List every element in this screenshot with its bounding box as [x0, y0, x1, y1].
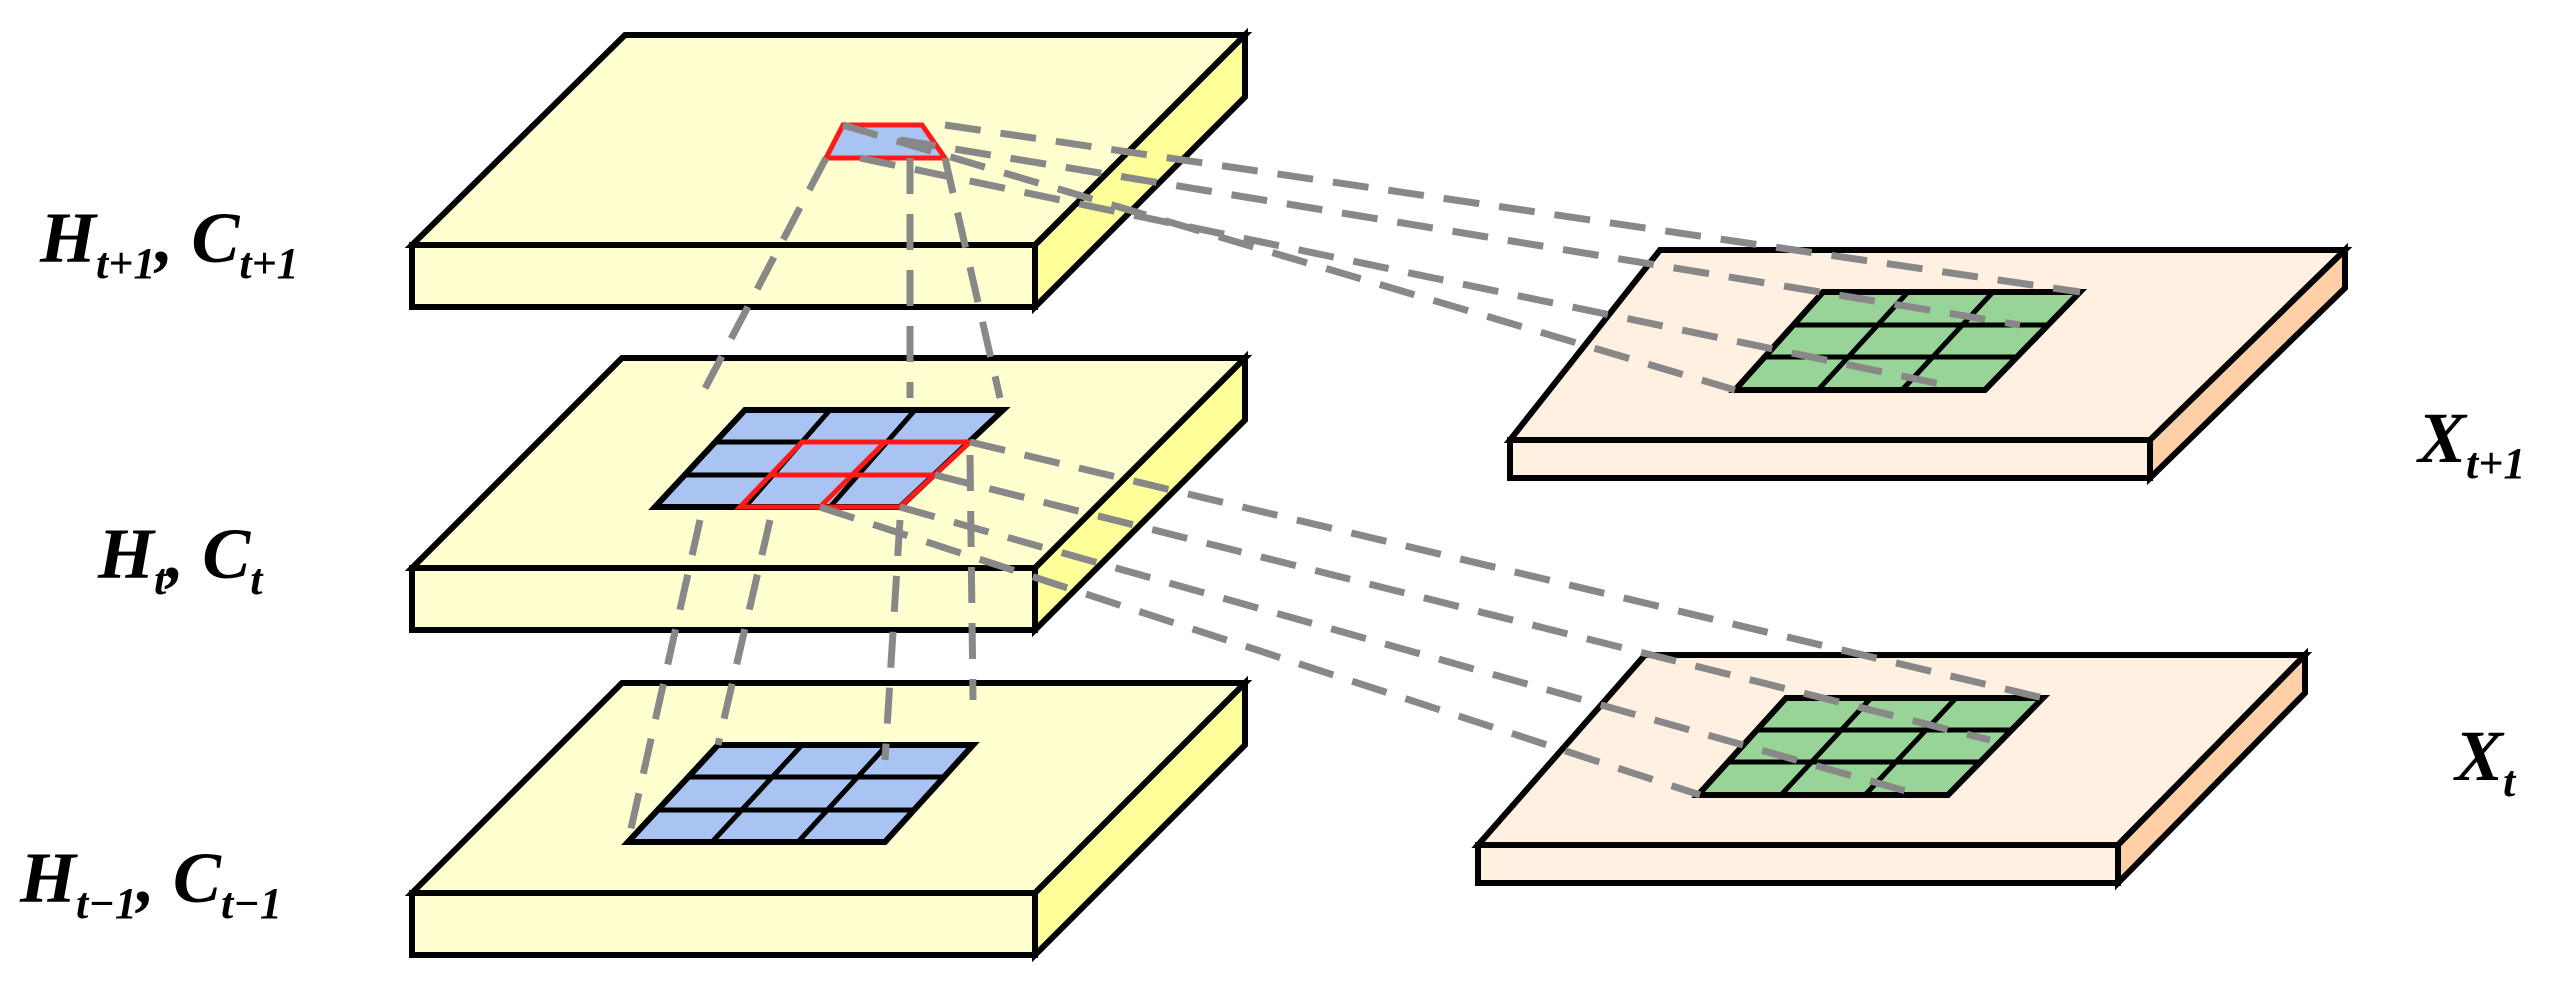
label-x-t: Xt — [2453, 716, 2517, 806]
slab-front-face — [409, 890, 1038, 958]
kernel-grid-green — [1691, 695, 2051, 798]
slab-side-face — [1032, 27, 1248, 315]
hidden-state-slab-t-minus-1 — [404, 675, 1253, 963]
slab-side-face — [2115, 647, 2308, 891]
slab-front-face — [409, 242, 1038, 310]
slab-front-face — [409, 565, 1038, 633]
slab-front-face — [1507, 437, 2153, 481]
label-x-t-plus-1: Xt+1 — [2416, 398, 2525, 488]
label-h-c-t-minus-1: Ht−1, Ct−1 — [19, 838, 282, 928]
input-slab-x-t — [1471, 647, 2313, 891]
label-h-c-t-plus-1: Ht+1, Ct+1 — [39, 198, 299, 288]
slab-side-face — [1032, 675, 1248, 963]
connection-dashes — [624, 121, 2081, 843]
hidden-state-slab-t — [404, 350, 1253, 638]
slab-front-face — [1475, 842, 2121, 886]
label-h-c-t: Ht, Ct — [97, 514, 264, 604]
kernel-grid-blue — [621, 742, 980, 845]
input-slab-x-t-plus-1 — [1503, 242, 2353, 486]
slab-side-face — [2147, 242, 2348, 486]
hidden-state-slab-t-plus-1 — [404, 27, 1253, 315]
